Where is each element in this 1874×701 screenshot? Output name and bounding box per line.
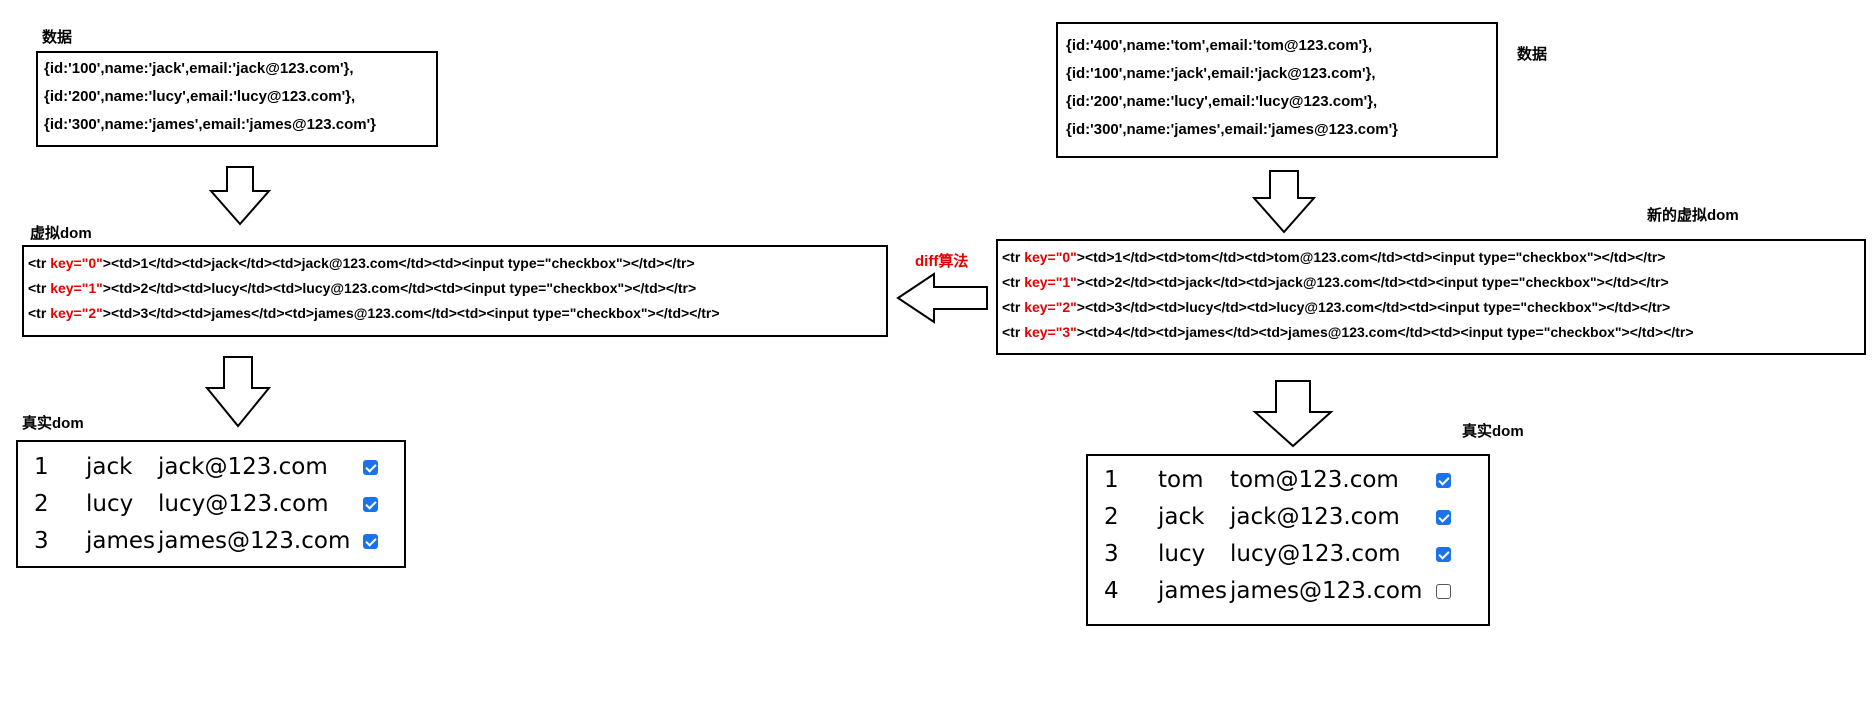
vdom-tag-rest: ><td>2</td><td>jack</td><td>jack@123.com…	[1076, 274, 1669, 290]
vdom-tag-rest: ><td>1</td><td>jack</td><td>jack@123.com…	[102, 255, 695, 271]
right-vdom-box: <tr key="0"><td>1</td><td>tom</td><td>to…	[996, 239, 1866, 355]
down-arrow-icon	[204, 356, 272, 428]
left-real-dom-box: 1 jack jack@123.com 2 lucy lucy@123.com …	[16, 440, 406, 568]
row-email: tom@123.com	[1230, 467, 1399, 493]
row-number: 1	[1104, 467, 1119, 493]
data-line: {id:'200',name:'lucy',email:'lucy@123.co…	[44, 88, 356, 105]
vdom-tag-rest: ><td>3</td><td>james</td><td>james@123.c…	[102, 305, 720, 321]
row-name: tom	[1158, 467, 1204, 493]
data-line: {id:'100',name:'jack',email:'jack@123.co…	[1066, 65, 1376, 82]
table-row: 3 lucy lucy@123.com	[1088, 536, 1488, 573]
vdom-tag-open: <tr	[28, 255, 51, 271]
right-data-box: {id:'400',name:'tom',email:'tom@123.com'…	[1056, 22, 1498, 158]
data-line: {id:'400',name:'tom',email:'tom@123.com'…	[1066, 37, 1373, 54]
diff-label: diff算法	[915, 253, 969, 270]
right-vdom-title: 新的虚拟dom	[1647, 207, 1739, 224]
vdom-tag-rest: ><td>4</td><td>james</td><td>james@123.c…	[1076, 324, 1694, 340]
down-arrow-icon	[1252, 380, 1334, 448]
row-name: jack	[1158, 504, 1205, 530]
table-row: 1 jack jack@123.com	[18, 449, 404, 486]
data-line: {id:'300',name:'james',email:'james@123.…	[44, 116, 377, 133]
vdom-tag-rest: ><td>2</td><td>lucy</td><td>lucy@123.com…	[102, 280, 697, 296]
data-line: {id:'100',name:'jack',email:'jack@123.co…	[44, 60, 354, 77]
vdom-line: <tr key="1"><td>2</td><td>jack</td><td>j…	[1002, 270, 1860, 295]
right-real-title: 真实dom	[1462, 423, 1524, 440]
row-checkbox[interactable]	[363, 497, 378, 512]
right-real-dom-box: 1 tom tom@123.com 2 jack jack@123.com 3 …	[1086, 454, 1490, 626]
left-vdom-box: <tr key="0"><td>1</td><td>jack</td><td>j…	[22, 245, 888, 337]
vdom-tag-open: <tr	[1002, 299, 1025, 315]
vdom-tag-rest: ><td>3</td><td>lucy</td><td>lucy@123.com…	[1076, 299, 1671, 315]
row-email: james@123.com	[158, 528, 351, 554]
vdom-tag-open: <tr	[28, 280, 51, 296]
row-checkbox[interactable]	[1436, 584, 1451, 599]
vdom-tag-open: <tr	[28, 305, 51, 321]
vdom-tag-open: <tr	[1002, 324, 1025, 340]
row-checkbox[interactable]	[1436, 547, 1451, 562]
left-real-title: 真实dom	[22, 415, 84, 432]
row-number: 4	[1104, 578, 1119, 604]
vdom-line: <tr key="2"><td>3</td><td>james</td><td>…	[28, 301, 882, 326]
row-checkbox[interactable]	[1436, 473, 1451, 488]
data-line: {id:'200',name:'lucy',email:'lucy@123.co…	[1066, 93, 1378, 110]
row-number: 3	[1104, 541, 1119, 567]
left-arrow-icon	[896, 272, 988, 324]
table-row: 4 james james@123.com	[1088, 573, 1488, 610]
row-number: 1	[34, 454, 49, 480]
table-row: 3 james james@123.com	[18, 523, 404, 560]
row-name: jack	[86, 454, 133, 480]
left-data-box: {id:'100',name:'jack',email:'jack@123.co…	[36, 51, 438, 147]
left-vdom-title: 虚拟dom	[30, 225, 92, 242]
down-arrow-icon	[208, 166, 272, 226]
vdom-key: key="1"	[1024, 274, 1077, 290]
vdom-tag-open: <tr	[1002, 249, 1025, 265]
right-data-title: 数据	[1517, 46, 1548, 63]
vdom-line: <tr key="0"><td>1</td><td>jack</td><td>j…	[28, 251, 882, 276]
row-name: james	[1158, 578, 1228, 604]
table-row: 2 jack jack@123.com	[1088, 499, 1488, 536]
vdom-key: key="0"	[1024, 249, 1077, 265]
row-number: 2	[34, 491, 49, 517]
row-email: jack@123.com	[1230, 504, 1400, 530]
left-data-title: 数据	[42, 29, 73, 46]
down-arrow-icon	[1251, 170, 1317, 234]
row-number: 2	[1104, 504, 1119, 530]
vdom-key: key="2"	[50, 305, 103, 321]
row-name: lucy	[1158, 541, 1206, 567]
table-row: 1 tom tom@123.com	[1088, 462, 1488, 499]
vdom-tag-rest: ><td>1</td><td>tom</td><td>tom@123.com</…	[1076, 249, 1666, 265]
vdom-line: <tr key="2"><td>3</td><td>lucy</td><td>l…	[1002, 295, 1860, 320]
vdom-line: <tr key="0"><td>1</td><td>tom</td><td>to…	[1002, 245, 1860, 270]
row-name: lucy	[86, 491, 134, 517]
data-line: {id:'300',name:'james',email:'james@123.…	[1066, 121, 1399, 138]
vdom-line: <tr key="3"><td>4</td><td>james</td><td>…	[1002, 320, 1860, 345]
row-email: lucy@123.com	[158, 491, 329, 517]
vdom-key: key="3"	[1024, 324, 1077, 340]
row-name: james	[86, 528, 156, 554]
vdom-line: <tr key="1"><td>2</td><td>lucy</td><td>l…	[28, 276, 882, 301]
row-email: jack@123.com	[158, 454, 328, 480]
row-checkbox[interactable]	[1436, 510, 1451, 525]
table-row: 2 lucy lucy@123.com	[18, 486, 404, 523]
vdom-key: key="1"	[50, 280, 103, 296]
row-checkbox[interactable]	[363, 534, 378, 549]
row-email: james@123.com	[1230, 578, 1423, 604]
row-checkbox[interactable]	[363, 460, 378, 475]
vdom-tag-open: <tr	[1002, 274, 1025, 290]
row-email: lucy@123.com	[1230, 541, 1401, 567]
row-number: 3	[34, 528, 49, 554]
vdom-key: key="2"	[1024, 299, 1077, 315]
vdom-key: key="0"	[50, 255, 103, 271]
